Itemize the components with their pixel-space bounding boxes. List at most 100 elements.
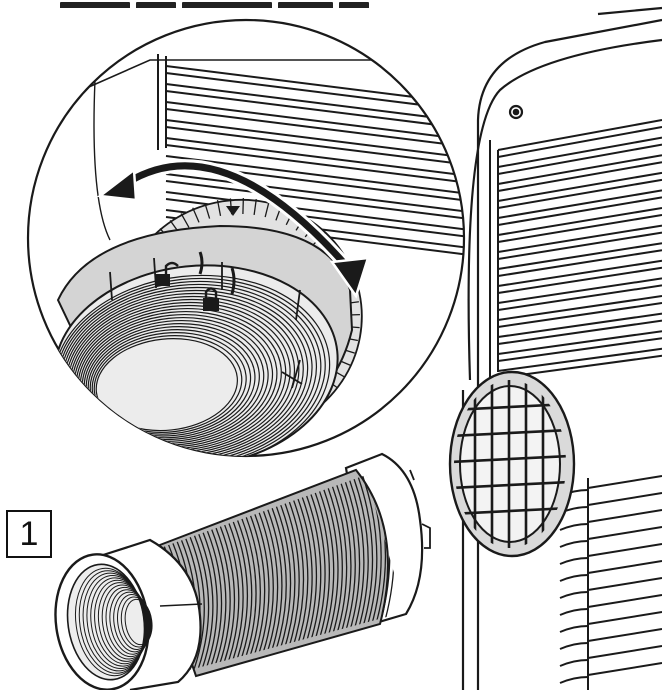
hose-rib xyxy=(211,529,227,664)
louver-slat xyxy=(497,302,662,328)
detail-louver-slat xyxy=(165,108,464,148)
louver-slat xyxy=(497,119,662,151)
hose-rib xyxy=(258,512,274,653)
hose-rib xyxy=(267,509,283,651)
louver-slat xyxy=(559,642,589,650)
hose-rib xyxy=(323,489,339,638)
hose-rib xyxy=(280,504,296,648)
hose-inner-ring xyxy=(75,567,145,677)
collar-rib xyxy=(93,335,243,433)
hose-rib xyxy=(206,530,223,665)
hose-rib xyxy=(193,535,210,669)
louver-slat xyxy=(497,277,662,304)
hose-inner-ring xyxy=(109,589,151,655)
lower-louver-grille xyxy=(559,475,662,690)
detail-louver-slat xyxy=(165,173,464,213)
detail-louver-slat xyxy=(165,90,464,130)
hose-rib xyxy=(318,491,335,639)
louver-slat xyxy=(559,523,589,531)
louver-slat xyxy=(497,330,662,355)
hose-rib xyxy=(249,515,266,655)
louver-slat xyxy=(559,625,589,633)
hose-rib xyxy=(232,521,248,659)
air-conditioner-unit xyxy=(461,6,662,690)
hose-rib xyxy=(271,508,287,650)
hose-rib xyxy=(245,517,261,656)
hose-inner-ring xyxy=(78,570,146,674)
louver-slat xyxy=(497,171,662,202)
hose-rib xyxy=(340,483,356,634)
hose-inner-ring xyxy=(97,582,149,662)
hose-rib xyxy=(297,498,313,644)
hose-rib xyxy=(224,524,240,661)
louver-slat xyxy=(587,577,662,591)
hose-rib xyxy=(314,492,331,640)
hose-rib xyxy=(357,477,374,630)
hose-rib xyxy=(349,480,365,632)
curved-double-arrow-icon xyxy=(96,159,370,299)
ring-tooth xyxy=(180,213,190,228)
louver-slat xyxy=(497,242,662,270)
hose-inner-ring xyxy=(94,579,148,665)
hose-inner-ring xyxy=(105,586,150,658)
louver-slat xyxy=(587,475,662,489)
screw-icon xyxy=(508,104,524,120)
detail-louver-slat xyxy=(165,180,464,220)
exhaust-hose xyxy=(54,452,431,690)
louver-slat xyxy=(559,608,589,616)
hose-rib xyxy=(362,475,378,629)
louver-slat xyxy=(497,143,662,175)
ring-tooth xyxy=(204,203,211,219)
ring-tooth xyxy=(253,199,257,216)
louver-slat xyxy=(587,628,662,642)
collar-tabs xyxy=(109,257,303,389)
hose-rib xyxy=(237,520,253,658)
louver-slat xyxy=(559,574,589,582)
hose-rib xyxy=(310,494,326,641)
hose-rib xyxy=(288,501,305,646)
hose-rib xyxy=(344,482,361,633)
louver-slat xyxy=(497,178,662,209)
upper-louver-grille xyxy=(489,119,662,380)
louver-slat xyxy=(559,540,589,548)
detail-louver-slat xyxy=(165,191,464,231)
hose-rib xyxy=(215,527,231,663)
louver-slat xyxy=(587,543,662,557)
hose-inner-ring xyxy=(90,577,148,667)
louver-slat xyxy=(497,196,662,226)
ring-tooth xyxy=(192,207,200,223)
detail-magnifier-circle xyxy=(26,18,466,458)
hose-rib xyxy=(301,497,318,643)
unlock-padlock-icon xyxy=(156,251,204,286)
hose-inner-ring xyxy=(82,572,147,672)
louver-slat xyxy=(497,224,662,253)
louver-slat xyxy=(559,591,589,599)
louver-slat xyxy=(497,154,662,185)
hose-rib xyxy=(254,514,270,654)
louver-slat xyxy=(497,136,662,168)
louver-slat xyxy=(497,337,662,362)
hose-rib xyxy=(241,518,257,657)
triangle-marker-icon xyxy=(226,206,240,216)
hose-rib xyxy=(198,533,214,668)
cropped-instruction-text xyxy=(60,0,390,8)
hose-rib xyxy=(353,478,369,631)
hose-rib xyxy=(306,495,322,642)
detail-louver-slat xyxy=(165,101,464,141)
louver-slat xyxy=(587,662,662,676)
detail-louver-slat xyxy=(165,137,464,177)
detail-louver-slat xyxy=(165,83,464,123)
louver-slat xyxy=(497,347,662,372)
hose-rib xyxy=(336,485,352,635)
louver-slat xyxy=(587,645,662,659)
hose-inner-ring xyxy=(113,591,151,653)
louver-slat xyxy=(497,319,662,345)
ring-tooth xyxy=(264,201,270,218)
louver-slat xyxy=(497,214,662,243)
hose-rib xyxy=(331,486,348,636)
hose-rib xyxy=(262,511,279,652)
lock-padlock-icon xyxy=(203,267,236,311)
louver-slat xyxy=(587,526,662,540)
hose-rib xyxy=(293,500,309,645)
